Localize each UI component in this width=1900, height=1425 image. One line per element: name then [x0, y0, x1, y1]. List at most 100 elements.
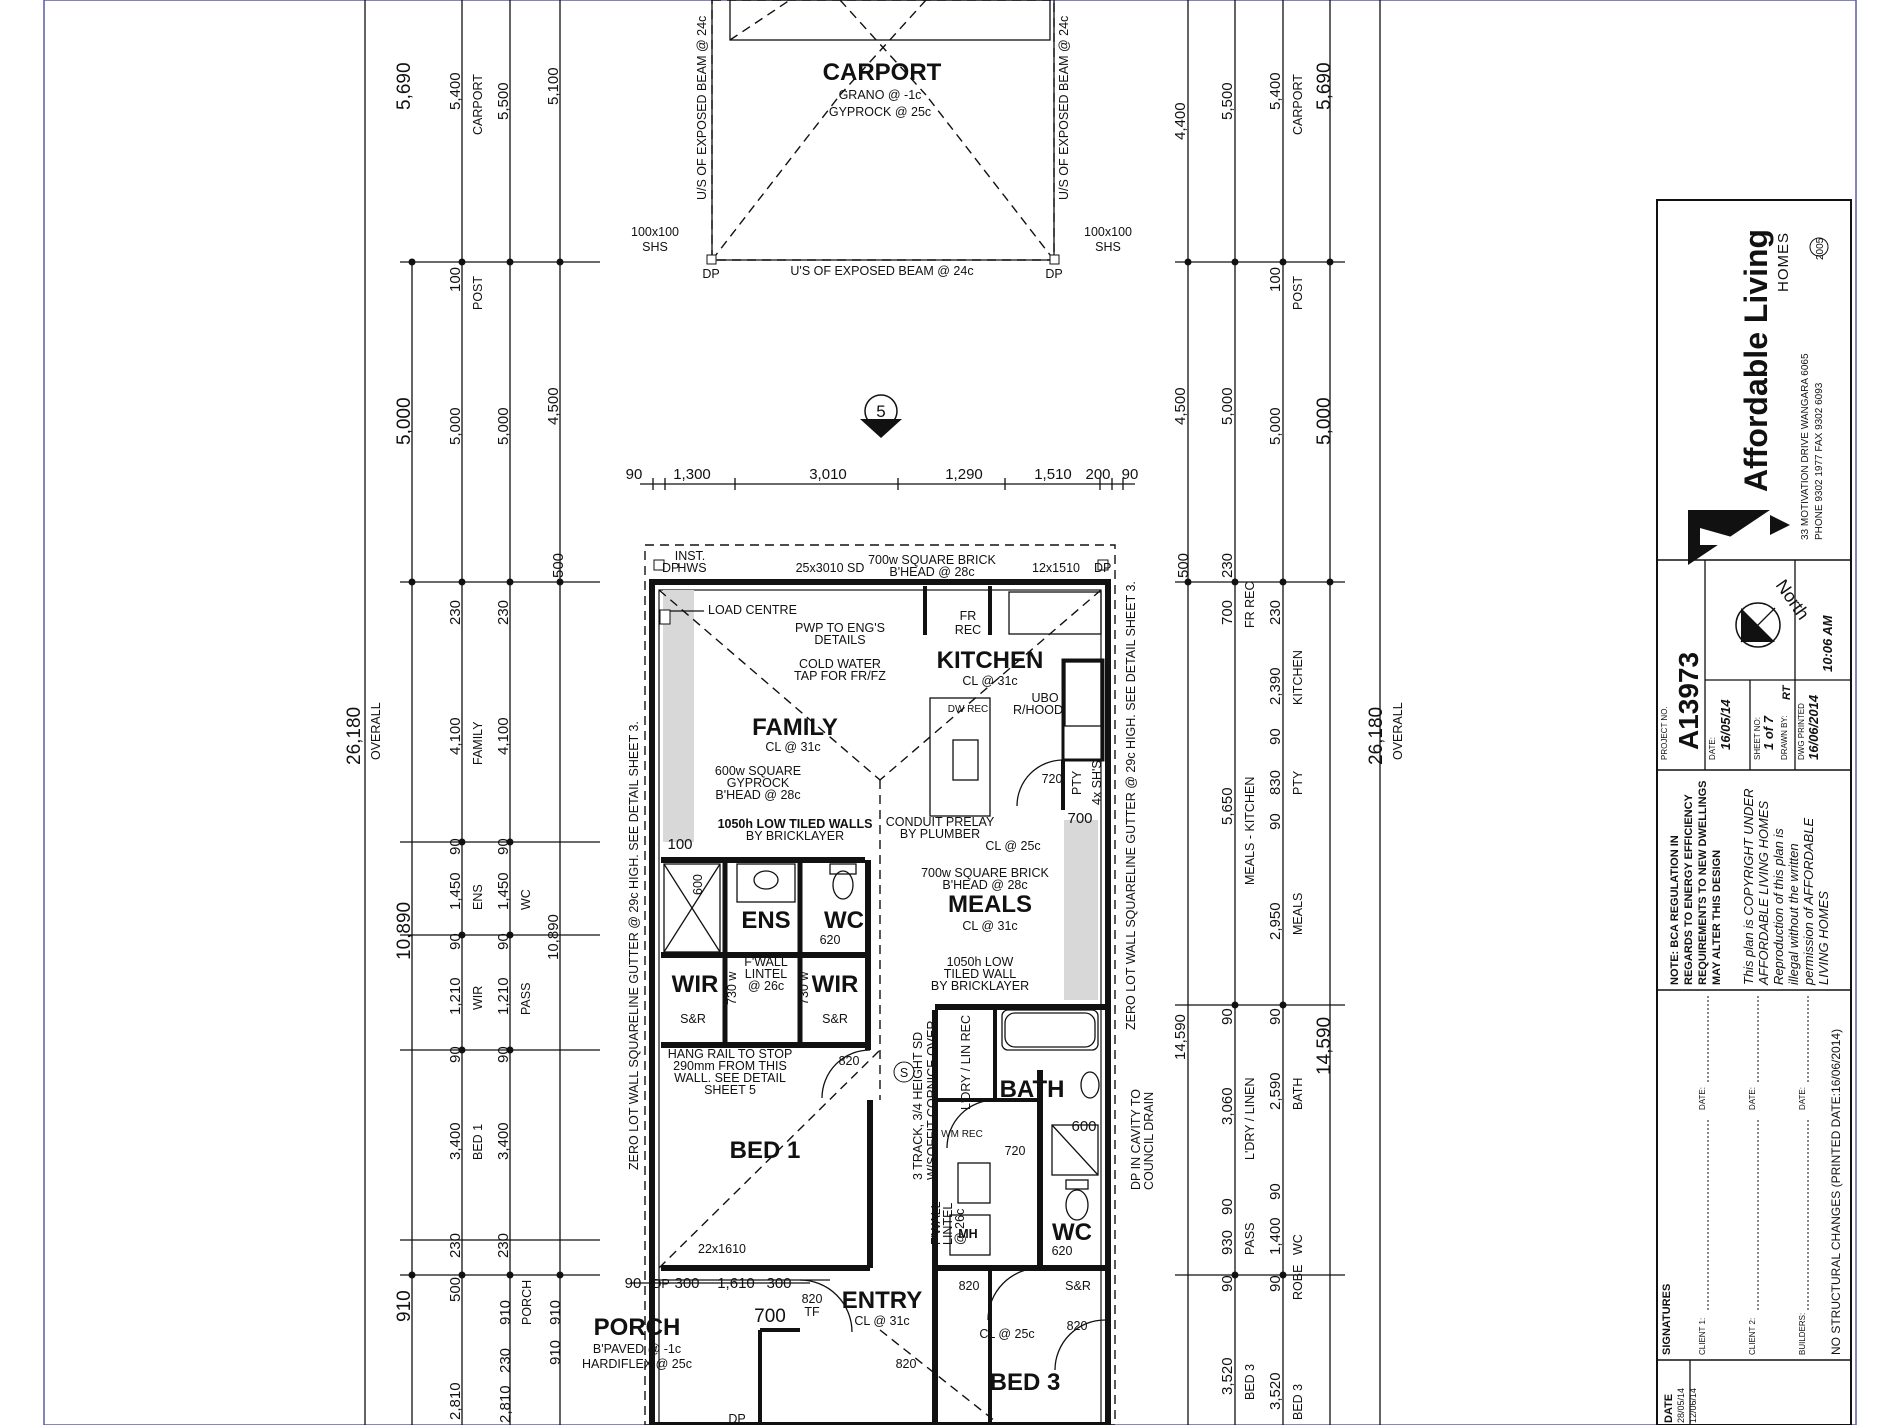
left-dim-c2-11: ENS	[471, 884, 485, 910]
copyright-year: 2005	[1815, 237, 1826, 260]
note-smoke-detector: S	[900, 1066, 908, 1080]
top-dim-2: 1,300	[673, 466, 711, 483]
sheet-no: 1 of 7	[1761, 715, 1776, 750]
room-label-porch: PORCH	[594, 1314, 681, 1341]
note-hang-rail-4: SHEET 5	[704, 1083, 756, 1097]
right-dim-c2-16: BED 3	[1243, 1364, 1257, 1400]
load-centre-box	[659, 609, 671, 625]
note-pwp-2: DETAILS	[814, 633, 865, 647]
drawn-by: RT	[1781, 684, 1793, 700]
note-fwall-3: @ 26c	[748, 979, 784, 993]
right-dim-c3-7: 2,390	[1267, 667, 1284, 705]
note-carport-gyprock: GYPROCK @ 25c	[829, 105, 931, 119]
copyright-note-2: AFFORDABLE LIVING HOMES	[1756, 800, 1771, 986]
section-number: 5	[876, 402, 885, 421]
company-logo: Affordable Living HOMES	[1688, 229, 1792, 565]
note-dp-house-left: DP	[662, 561, 679, 575]
note-entry-cl: CL @ 31c	[854, 1314, 909, 1328]
top-dim-1: 90	[626, 466, 643, 483]
right-dim-c3-14: MEALS	[1291, 893, 1305, 935]
note-fwall-4: F'WALL	[929, 1201, 943, 1245]
right-dim-c3-4: POST	[1291, 276, 1305, 310]
builders-date-label: DATE:	[1798, 1087, 1807, 1110]
note-lowtiled-3: BY BRICKLAYER	[931, 979, 1029, 993]
note-lowtiled-2: TILED WALL	[944, 967, 1017, 981]
left-dim-c2-10: 1,450	[447, 872, 464, 910]
left-dim-c3-6: 1,450	[495, 872, 512, 910]
room-label-entry: ENTRY	[842, 1287, 922, 1314]
note-cold-water-1: COLD WATER	[799, 657, 881, 671]
signatures-label: SIGNATURES	[1661, 1284, 1673, 1355]
project-no: A13973	[1673, 652, 1704, 750]
top-dimension-line	[640, 478, 1135, 490]
left-dim-c4-1: 5,100	[545, 67, 562, 105]
note-hang-rail-3: WALL. SEE DETAIL	[674, 1071, 786, 1085]
right-dim-c3-5: 5,000	[1267, 407, 1284, 445]
left-dim-c2-3: 100	[447, 267, 464, 292]
carport-structure	[711, 0, 1055, 261]
right-dim-c2-14: 90	[1219, 1275, 1236, 1292]
note-600-ens: 600	[691, 874, 705, 895]
note-gutter-left: ZERO LOT WALL SQUARELINE GUTTER @ 29c HI…	[627, 721, 641, 1170]
left-dim-c1-4: OVERALL	[369, 702, 383, 760]
note-730w-right: 730 w	[797, 971, 811, 1005]
note-gutter-right: ZERO LOT WALL SQUARELINE GUTTER @ 29c HI…	[1124, 581, 1138, 1030]
right-dim-c2-12: 930	[1219, 1230, 1236, 1255]
right-dim-c2-8: 90	[1219, 1008, 1236, 1025]
left-dim-c2-20: 910	[497, 1300, 514, 1325]
note-conduit-1: CONDUIT PRELAY	[886, 815, 995, 829]
porch-dim-1610: 1,610	[717, 1275, 755, 1292]
left-dim-c1-3: 26,180	[344, 707, 365, 765]
room-label-carport: CARPORT	[823, 59, 942, 86]
right-dim-c1-1: 4,400	[1172, 102, 1189, 140]
copyright-circle	[1809, 237, 1829, 257]
right-dimension-lines	[1175, 0, 1381, 1425]
bathroom-fixtures	[949, 1009, 1100, 1256]
right-dim-c2-1: 5,500	[1219, 82, 1236, 120]
brand-name: Affordable Living	[1738, 229, 1774, 492]
room-label-kitchen: KITCHEN	[937, 647, 1044, 674]
note-shs-right-1: 100x100	[1084, 225, 1132, 239]
right-dim-c2-11: 90	[1219, 1198, 1236, 1215]
copyright-note-5: permission of AFFORDABLE	[1801, 818, 1816, 986]
note-tiled-walls-1: 1050h LOW TILED WALLS	[718, 817, 873, 831]
left-dim-c1-7: 2,810	[447, 1382, 464, 1420]
left-dim-c3-10: PASS	[519, 983, 533, 1015]
left-dim-c3-8: 90	[495, 933, 512, 950]
right-dim-c3-9: 90	[1267, 728, 1284, 745]
left-dim-c2-2: CARPORT	[471, 74, 485, 135]
title-block-frame	[1656, 199, 1852, 1425]
note-820-bed1: 820	[839, 1054, 860, 1068]
note-lowtiled-1: 1050h LOW	[947, 955, 1014, 969]
copyright-note-1: This plan is COPYRIGHT UNDER	[1741, 789, 1756, 985]
bca-note-4: MAY ALTER THIS DESIGN	[1711, 850, 1723, 985]
left-dimension-lines	[364, 0, 600, 1425]
dp-top-left	[653, 559, 665, 571]
left-dim-c2-18: 230	[447, 1233, 464, 1258]
left-dim-c2-13: 1,210	[447, 977, 464, 1015]
note-dp-cavity-1: DP IN CAVITY TO	[1129, 1089, 1143, 1190]
right-dim-c1-2: 4,500	[1172, 387, 1189, 425]
client-1-date-label: DATE:	[1698, 1087, 1707, 1110]
left-dim-c3-7: WC	[519, 889, 533, 910]
room-label-bath: BATH	[1000, 1076, 1065, 1103]
builders-label: BUILDERS:	[1798, 1313, 1807, 1355]
right-dim-c3-20: WC	[1291, 1234, 1305, 1255]
note-820-bed3: 820	[1067, 1319, 1088, 1333]
right-dim-c4-5: 14,590	[1314, 1017, 1335, 1075]
dwg-printed-time: 10:06 AM	[1820, 614, 1835, 672]
note-sd-top: 25x3010 SD	[796, 561, 865, 575]
note-conduit-2: BY PLUMBER	[900, 827, 980, 841]
left-dim-c3-9: 1,210	[495, 977, 512, 1015]
note-mh: MH	[958, 1227, 977, 1241]
bca-note-2: REGARDS TO ENERGY EFFICIENCY	[1683, 793, 1695, 985]
copyright-note-3: Reproduction of this plan is	[1771, 828, 1786, 985]
left-dim-c3-14: 910	[547, 1300, 564, 1325]
right-dim-c3-17: BATH	[1291, 1078, 1305, 1110]
room-label-meals: MEALS	[948, 891, 1032, 918]
note-fwall-1: F'WALL	[744, 955, 788, 969]
top-dim-5: 1,510	[1034, 466, 1072, 483]
note-meals-brick-1: 700w SQUARE BRICK	[921, 866, 1049, 880]
section-marker: 5	[860, 394, 902, 438]
note-600-bath: 600	[1071, 1118, 1096, 1135]
